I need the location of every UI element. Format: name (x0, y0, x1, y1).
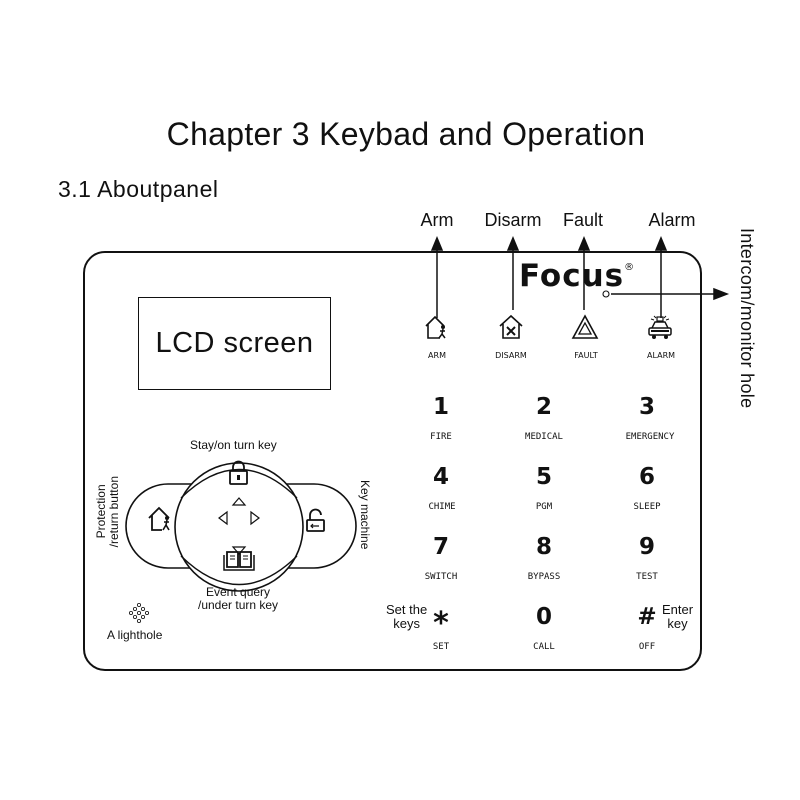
indicator-label: FAULT (574, 351, 598, 360)
book-icon[interactable] (223, 551, 255, 571)
key-function-label: PGM (535, 502, 553, 512)
alarm-arrowhead (654, 236, 668, 251)
indicator-label: ARM (428, 351, 446, 360)
callout-arm: Arm (420, 210, 454, 230)
brand-mark: ® (624, 262, 636, 273)
lcd-screen-label: LCD screen (155, 327, 314, 359)
callout-alarm: Alarm (648, 210, 696, 230)
unlock-icon[interactable] (306, 508, 325, 532)
key-function-label: MEDICAL (525, 432, 563, 442)
key-function-label: CALL (533, 642, 555, 652)
stay-key-arc[interactable] (180, 468, 298, 499)
brand-name: Focus (519, 258, 625, 294)
indicator-label: ALARM (646, 351, 676, 360)
key-machine-label: Key machine (358, 480, 372, 550)
key-function-label: SWITCH (424, 572, 458, 582)
keypad-panel (83, 251, 702, 671)
house-x-icon (499, 314, 523, 339)
navigation-keypad (125, 460, 357, 592)
key-function-label: OFF (638, 642, 656, 652)
key-3[interactable]: 3 (638, 394, 656, 420)
right-arrow-icon[interactable] (250, 510, 260, 526)
warning-triangle-icon (571, 314, 599, 339)
set-keys-label: Set the keys (386, 602, 428, 631)
light-hole-label: A lighthole (107, 628, 163, 642)
key-function-label: BYPASS (527, 572, 561, 582)
lcd-screen: LCD screen (138, 297, 331, 390)
key-function-label: TEST (636, 572, 658, 582)
key-6[interactable]: 6 (638, 464, 656, 490)
enter-key-label: Enter key (662, 602, 694, 631)
key-function-label: SLEEP (633, 502, 661, 512)
intercom-arrowhead (713, 287, 730, 301)
key-8[interactable]: 8 (535, 534, 553, 560)
key-function-label: SET (432, 642, 450, 652)
section-heading: 3.1 Aboutpanel (58, 176, 219, 202)
key-function-label: FIRE (430, 432, 452, 442)
down-arrow-icon[interactable] (231, 546, 247, 555)
police-car-icon (648, 315, 672, 339)
light-hole-icon (129, 602, 149, 623)
protection-return-label: Protection /return button (94, 476, 121, 548)
key-star[interactable]: * (433, 606, 449, 641)
key-7[interactable]: 7 (432, 534, 450, 560)
left-arrow-icon[interactable] (218, 510, 228, 526)
event-query-label: Event query /under turn key (198, 585, 279, 612)
indicator-label: DISARM (495, 351, 527, 360)
key-5[interactable]: 5 (535, 464, 553, 490)
disarm-arrowhead (506, 236, 520, 251)
key-0[interactable]: 0 (535, 604, 553, 630)
brand-logo: Focus® (519, 258, 635, 294)
lock-icon[interactable] (229, 460, 248, 485)
key-function-label: EMERGENCY (625, 432, 675, 442)
nav-dial-outline (174, 462, 304, 592)
fault-arrowhead (577, 236, 591, 251)
key-2[interactable]: 2 (535, 394, 553, 420)
page-title: Chapter 3 Keybad and Operation (166, 116, 646, 152)
stay-key-label: Stay/on turn key (190, 438, 277, 452)
key-1[interactable]: 1 (432, 394, 450, 420)
protection-house-icon[interactable] (148, 506, 170, 531)
key-4[interactable]: 4 (432, 464, 450, 490)
key-9[interactable]: 9 (638, 534, 656, 560)
house-person-icon (425, 315, 446, 339)
up-arrow-icon[interactable] (231, 497, 247, 506)
callout-disarm: Disarm (484, 210, 542, 230)
key-hash[interactable]: # (637, 604, 657, 630)
event-query-arc[interactable] (180, 555, 298, 586)
callout-fault: Fault (562, 210, 604, 230)
key-function-label: CHIME (428, 502, 456, 512)
callout-intercom: Intercom/monitor hole (737, 228, 757, 409)
arm-arrowhead (430, 236, 444, 251)
